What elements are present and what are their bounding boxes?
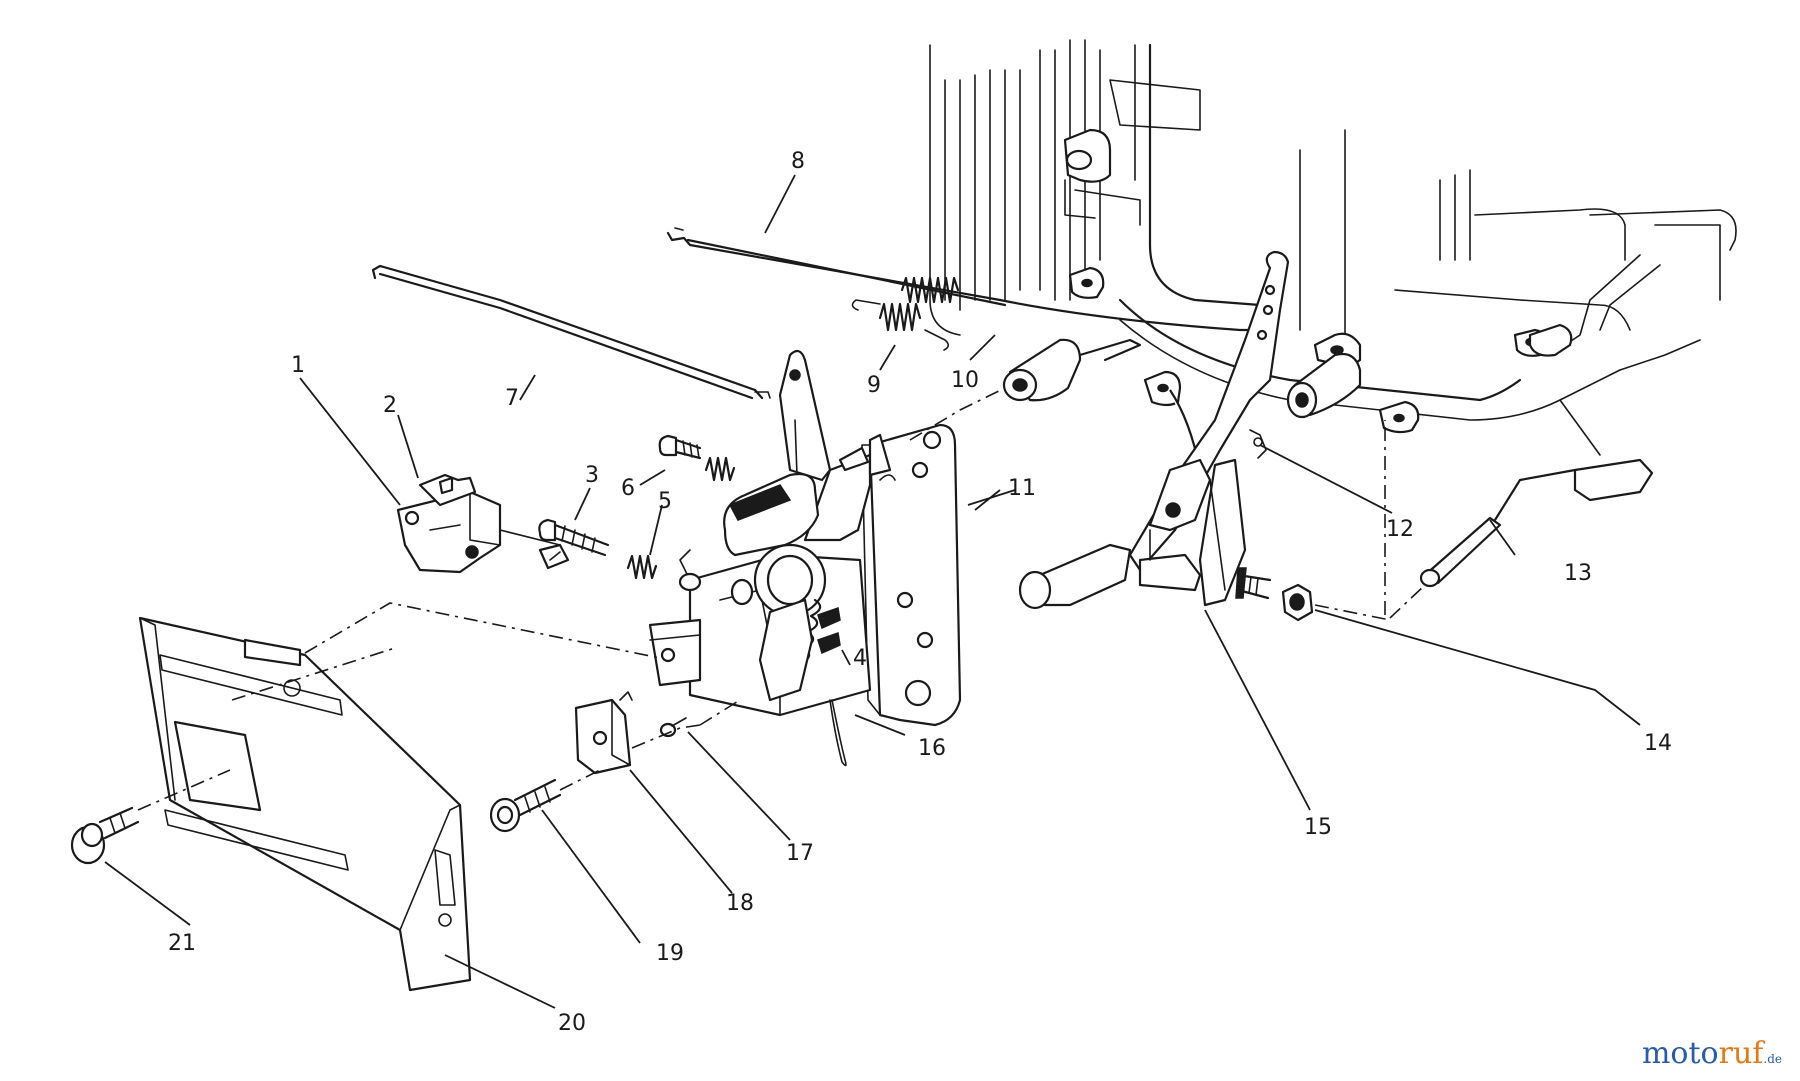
callout-18: 18 (726, 891, 754, 916)
callout-16: 16 (918, 736, 946, 761)
part-15-lever (1018, 250, 1290, 610)
callout-3: 3 (585, 463, 599, 488)
part-1-bracket (396, 490, 502, 574)
watermark-text-b: ruf (1718, 1036, 1764, 1071)
part-6-screw (658, 434, 702, 460)
part-3-bolt (538, 518, 610, 557)
part-16-wire (829, 699, 847, 767)
callout-12: 12 (1386, 517, 1414, 542)
callout-9: 9 (867, 373, 881, 398)
callout-10: 10 (951, 368, 979, 393)
callout-11: 11 (1008, 476, 1036, 501)
part-14-nut (1281, 583, 1314, 622)
part-8-rod (666, 227, 1262, 332)
callout-19: 19 (656, 941, 684, 966)
part-17-screw (659, 717, 687, 738)
callout-labels: 1 2 3 4 5 6 7 8 9 10 11 12 13 14 15 16 1… (168, 149, 1672, 1036)
part-20-cover (138, 616, 472, 992)
control-bracket (648, 349, 892, 717)
part-18-clamp (574, 691, 633, 775)
callout-14: 14 (1644, 731, 1672, 756)
callout-15: 15 (1304, 815, 1332, 840)
part-2-clip (418, 473, 570, 570)
callout-13: 13 (1564, 561, 1592, 586)
callout-21: 21 (168, 931, 196, 956)
callout-4: 4 (853, 646, 867, 671)
part-10-bushing (1002, 338, 1142, 402)
assembly-line-a (499, 529, 561, 546)
callout-1: 1 (291, 353, 305, 378)
engine-block (929, 39, 1737, 471)
callout-5: 5 (658, 489, 672, 514)
assembly-lines (137, 387, 1426, 811)
part-11-plate (861, 423, 962, 727)
part-13-rod (1419, 458, 1654, 588)
part-7-rod (371, 264, 771, 400)
callout-7: 7 (505, 386, 519, 411)
callout-2: 2 (383, 393, 397, 418)
watermark-text-a: moto (1641, 1036, 1719, 1071)
part-21-bolt (70, 806, 140, 865)
callout-6: 6 (621, 476, 635, 501)
leader-lines (104, 174, 1641, 1009)
part-19-bolt (489, 778, 562, 833)
part-8-spring (900, 276, 960, 304)
part-12-hook (1249, 429, 1267, 459)
part-5-springs (626, 456, 736, 580)
callout-20: 20 (558, 1011, 586, 1036)
watermark-text-c: .de (1763, 1052, 1782, 1066)
callout-8: 8 (791, 149, 805, 174)
part-9-spring (851, 299, 950, 351)
callout-17: 17 (786, 841, 814, 866)
watermark-logo: motoruf.de (1642, 1036, 1782, 1071)
